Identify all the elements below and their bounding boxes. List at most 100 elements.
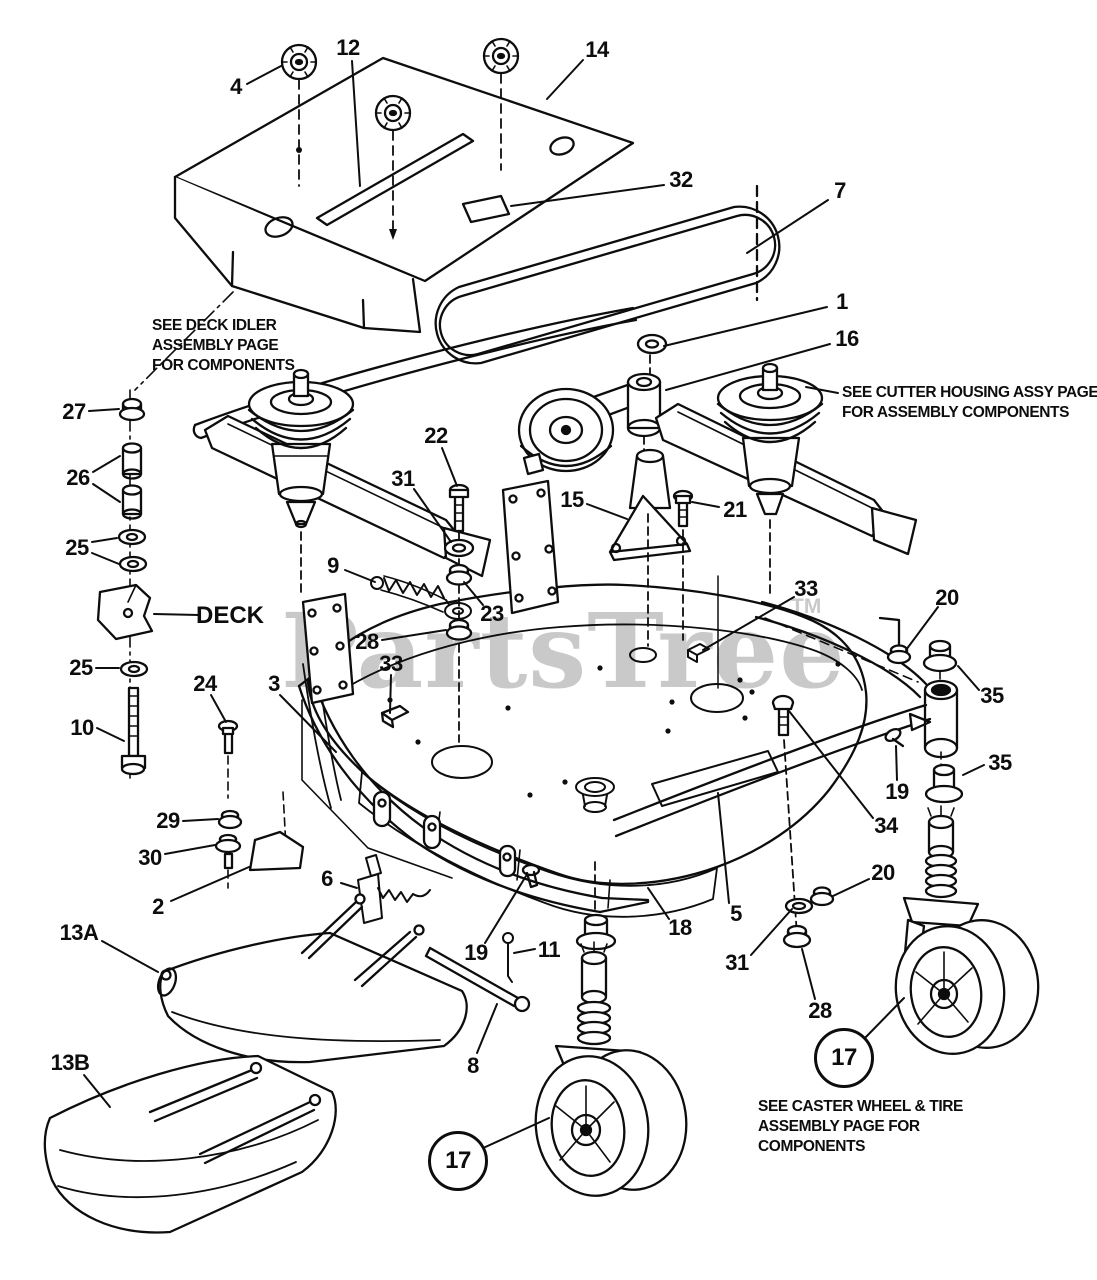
nut-23 [445,563,473,586]
callout-7: 7 [834,178,846,203]
bolt-21 [672,489,694,528]
bolt-22 [448,483,470,533]
callout-31: 31 [725,950,749,975]
deflector-13a [156,893,468,1064]
leader-line [344,569,376,583]
washers-25 [117,528,148,573]
callout-34: 34 [874,813,898,838]
bushing-35-upper [922,639,958,685]
callout-23: 23 [480,601,504,626]
leader-line [665,343,831,391]
bolt-19-right [884,727,905,748]
leader-line [413,488,452,543]
bushing-35-lower [924,751,964,804]
callout-35: 35 [988,750,1012,775]
callout-27: 27 [62,399,86,424]
leader-line [510,184,665,207]
drive-belt [192,184,781,440]
leader-line [164,844,216,855]
callout-20: 20 [935,585,959,610]
callout-1: 1 [836,289,848,314]
leader-line [153,613,200,616]
note-line: FOR COMPONENTS [152,356,295,374]
leader-line [170,866,250,902]
callout-13A: 13A [59,920,99,945]
leader-line [962,764,985,776]
leader-line [862,997,905,1041]
leader-line [246,65,282,85]
bolt-24 [217,719,239,799]
leader-line [513,948,536,954]
leader-line [463,581,484,606]
callout-18: 18 [668,915,692,940]
reinforcement-plate-left [301,592,355,705]
leader-line [182,818,219,822]
callout-24: 24 [193,671,217,696]
idler-assembly [517,333,668,489]
callout-11: 11 [537,937,561,962]
note-line: ASSEMBLY PAGE FOR [758,1117,920,1135]
leader-line [546,59,584,100]
callout-29: 29 [156,808,180,833]
callout-16: 16 [835,326,859,351]
leader-line [484,875,527,944]
leader-line [96,727,125,742]
leader-line [750,908,793,956]
callout-28: 28 [355,629,379,654]
bolt-19-left [521,863,541,889]
deck-right-arms [612,600,964,838]
callout-4: 4 [230,74,242,99]
leader-line [381,629,447,641]
callout-22: 22 [424,423,448,448]
leader-line [717,792,730,904]
knob-icon [482,37,520,75]
belt-cover [173,56,635,334]
leader-line [476,1003,498,1054]
leader-line [788,710,874,819]
pin-11 [502,932,514,983]
caster-right [894,805,1040,1055]
callout-26: 26 [66,465,90,490]
callout-19: 19 [885,779,909,804]
leader-line [92,483,121,503]
deflector-13b [43,1054,337,1234]
cover-knobs [280,37,520,240]
callout-28: 28 [808,998,832,1023]
callout-20: 20 [871,860,895,885]
callout-9: 9 [327,553,339,578]
leader-line [340,882,358,889]
rod-8 [424,946,531,1013]
bolt-34 [771,694,798,937]
circled-callout-17: 17 [428,1131,488,1191]
leader-line [389,674,392,714]
hardware-stack-right [782,886,835,949]
leader-line [691,501,720,508]
callout-DECK: DECK [195,602,265,629]
leader-line [441,447,458,487]
leader-line [895,745,898,781]
nut-20-upper [886,644,912,665]
tensioner-cone-15 [608,448,694,647]
callout-13B: 13B [50,1050,90,1075]
hardware-29-30 [214,791,288,889]
leader-line [702,596,795,651]
circled-callout-17: 17 [814,1028,874,1088]
leader-line [480,1117,550,1150]
callout-5: 5 [730,901,742,926]
callout-19: 19 [464,940,488,965]
note-line: ASSEMBLY PAGE [152,336,279,354]
leader-line [746,199,829,254]
nut-27 [118,397,146,422]
knob-icon [374,94,412,132]
callout-33: 33 [379,651,403,676]
leader-line [279,694,337,753]
leader-line [805,386,839,394]
caster-center [534,861,688,1197]
latch-6 [357,854,431,924]
deck-bracket [96,583,154,641]
